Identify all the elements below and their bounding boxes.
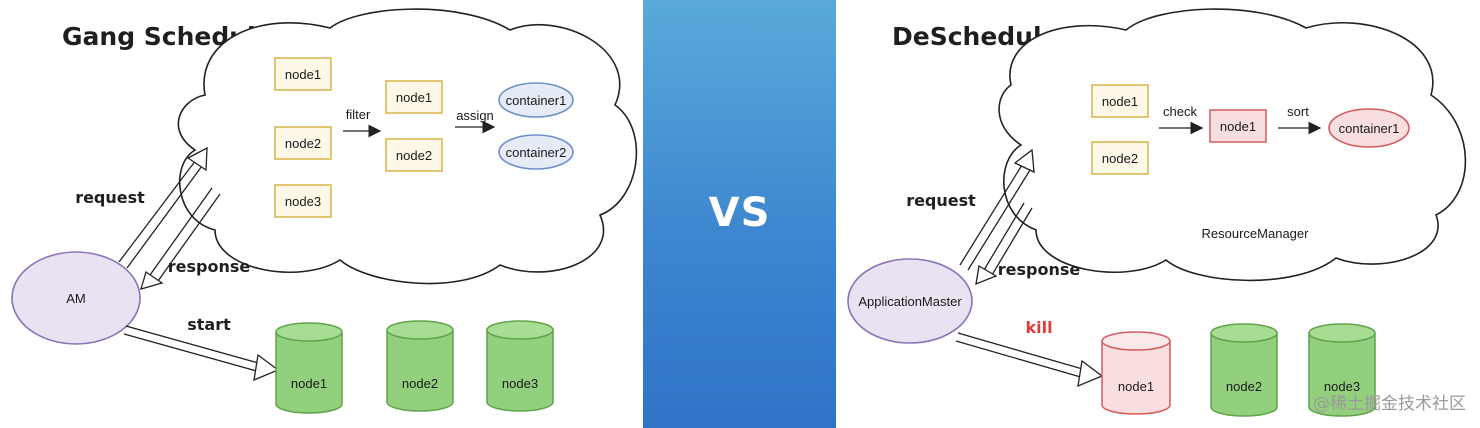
vs-label: VS xyxy=(708,190,771,236)
node-cylinder: node1 xyxy=(275,322,343,414)
node-cylinder-label: node2 xyxy=(1226,379,1262,394)
application-master-label: ApplicationMaster xyxy=(858,294,962,309)
response-label: response xyxy=(168,257,251,276)
container-label: container2 xyxy=(506,145,567,160)
queue-node: node2 xyxy=(274,126,332,160)
sort-label: sort xyxy=(1287,104,1309,119)
request-label: request xyxy=(75,188,145,207)
killed-node-cylinder: node1 xyxy=(1101,331,1171,415)
response-arrow xyxy=(140,187,221,290)
node-cylinder: node3 xyxy=(486,320,554,412)
node-cylinder: node3 xyxy=(1308,323,1376,417)
queue-node-label: node2 xyxy=(1102,151,1138,166)
am-label: AM xyxy=(66,291,86,306)
queue-node: node2 xyxy=(1091,141,1149,175)
application-master-ellipse: ApplicationMaster xyxy=(847,258,973,344)
node-cylinder-label: node1 xyxy=(291,376,327,391)
am-ellipse: AM xyxy=(11,251,141,345)
request-arrow xyxy=(118,146,208,269)
resource-manager-cloud xyxy=(998,8,1467,282)
filter-label: filter xyxy=(346,107,371,122)
resource-manager-label: ResourceManager xyxy=(1202,226,1310,241)
start-label: start xyxy=(187,315,231,334)
filtered-node-label: node2 xyxy=(396,148,432,163)
filtered-node-label: node1 xyxy=(396,90,432,105)
request-arrow xyxy=(959,148,1035,271)
queue-node: node1 xyxy=(274,57,332,91)
node-cylinder-label: node2 xyxy=(402,376,438,391)
container-label: container1 xyxy=(1339,121,1400,136)
vs-band: VS xyxy=(643,0,836,428)
filtered-node: node2 xyxy=(385,138,443,172)
check-label: check xyxy=(1163,104,1197,119)
kill-arrow xyxy=(955,332,1104,388)
queue-node-label: node2 xyxy=(285,136,321,151)
container-ellipse: container1 xyxy=(1328,108,1410,148)
request-label: request xyxy=(906,191,976,210)
filtered-node: node1 xyxy=(385,80,443,114)
queue-node-label: node1 xyxy=(285,67,321,82)
assign-label: assign xyxy=(456,108,494,123)
gang-scheduler-panel: Gang Scheduler node1 node2 node3 filter … xyxy=(0,0,643,428)
container-label: container1 xyxy=(506,93,567,108)
descheduler-panel: DeScheduler node1 node2 check node1 sort… xyxy=(836,0,1480,428)
descheduler-diagram: DeScheduler node1 node2 check node1 sort… xyxy=(847,8,1467,417)
checked-node: node1 xyxy=(1209,109,1267,143)
queue-node-label: node1 xyxy=(1102,94,1138,109)
node-cylinder-label: node1 xyxy=(1118,379,1154,394)
queue-node-label: node3 xyxy=(285,194,321,209)
response-arrow xyxy=(975,202,1033,286)
queue-node: node1 xyxy=(1091,84,1149,118)
container-ellipse: container2 xyxy=(498,134,574,170)
checked-node-label: node1 xyxy=(1220,119,1256,134)
container-ellipse: container1 xyxy=(498,82,574,118)
node-cylinder-label: node3 xyxy=(502,376,538,391)
gang-scheduler-diagram: Gang Scheduler node1 node2 node3 filter … xyxy=(11,8,638,414)
kill-label: kill xyxy=(1025,318,1052,337)
response-label: response xyxy=(998,260,1081,279)
queue-node: node3 xyxy=(274,184,332,218)
node-cylinder-label: node3 xyxy=(1324,379,1360,394)
watermark: @稀土掘金技术社区 xyxy=(1313,394,1466,414)
node-cylinder: node2 xyxy=(386,320,454,412)
node-cylinder: node2 xyxy=(1210,323,1278,417)
start-arrow xyxy=(123,325,280,382)
